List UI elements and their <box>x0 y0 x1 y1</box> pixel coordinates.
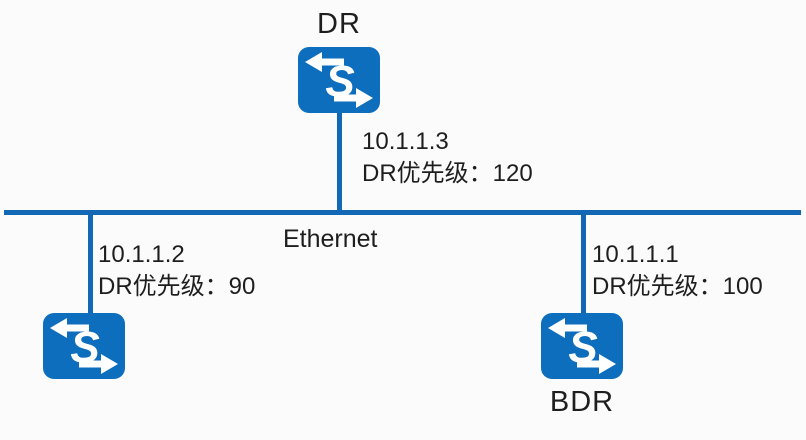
bdr-role-label: BDR <box>549 386 615 418</box>
dr-switch-icon <box>297 46 381 114</box>
left-switch-link-line <box>88 213 93 315</box>
ethernet-label: Ethernet <box>283 225 378 253</box>
left-switch-info: 10.1.1.2 DR优先级：90 <box>98 239 255 303</box>
left-switch-priority-label: DR优先级：90 <box>98 273 256 300</box>
ethernet-bus-line <box>4 210 801 215</box>
bdr-link-line <box>581 213 586 315</box>
bdr-ip-label: 10.1.1.1 <box>592 241 679 268</box>
bdr-switch-icon <box>540 312 624 380</box>
dr-link-line <box>337 112 342 213</box>
dr-priority-label: DR优先级：120 <box>362 160 533 187</box>
dr-role-label: DR <box>317 8 361 40</box>
left-switch-icon <box>42 312 126 380</box>
left-switch-ip-label: 10.1.1.2 <box>98 241 185 268</box>
bdr-info: 10.1.1.1 DR优先级：100 <box>592 239 763 303</box>
dr-ip-label: 10.1.1.3 <box>362 128 449 155</box>
bdr-priority-label: DR优先级：100 <box>592 273 763 300</box>
dr-info: 10.1.1.3 DR优先级：120 <box>362 126 533 190</box>
